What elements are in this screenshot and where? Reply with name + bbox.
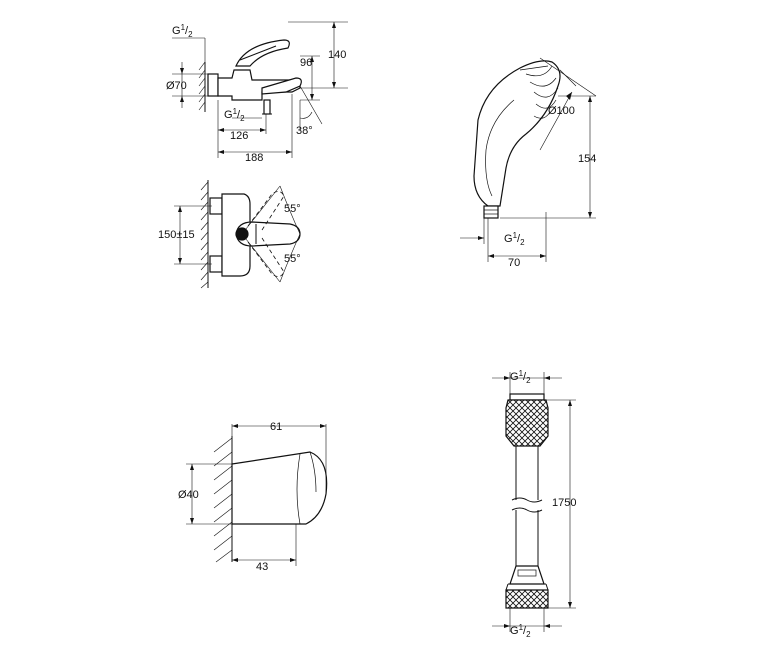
- wall-holder: 61 Ø40 43: [178, 421, 328, 573]
- dia-40-label: Ø40: [178, 489, 199, 501]
- mixer-side-view: G1/2 Ø70 140 96 38° G1/2: [166, 21, 348, 164]
- hand-shower-thread-label: G1/2: [504, 231, 525, 247]
- hand-shower: Ø100 154 G1/2 70: [460, 57, 596, 269]
- dim-154-label: 154: [578, 153, 596, 165]
- dim-61-label: 61: [270, 421, 282, 433]
- angle-bottom-label: 55°: [284, 253, 301, 265]
- hose-thread-top-label: G1/2: [510, 369, 531, 385]
- dim-140-label: 140: [328, 49, 346, 61]
- thread-bottom-label: G1/2: [224, 107, 245, 123]
- dim-188-label: 188: [245, 152, 263, 164]
- dim-126-label: 126: [230, 130, 248, 142]
- dim-150-label: 150±15: [158, 229, 195, 241]
- hose-length-label: 1750: [552, 497, 576, 509]
- dim-70-label: 70: [508, 257, 520, 269]
- dim-43-label: 43: [256, 561, 268, 573]
- angle-38-label: 38°: [296, 125, 313, 137]
- thread-top-label: G1/2: [172, 23, 193, 39]
- dim-96-label: 96: [300, 57, 312, 69]
- dia-70-label: Ø70: [166, 80, 187, 92]
- angle-top-label: 55°: [284, 203, 301, 215]
- shower-hose: G1/2 1750 G1/2: [492, 369, 576, 639]
- hose-thread-bottom-label: G1/2: [510, 623, 531, 639]
- dia-100-label: Ø100: [548, 105, 575, 117]
- mixer-front-view: 55° 55° 150±15: [158, 180, 301, 289]
